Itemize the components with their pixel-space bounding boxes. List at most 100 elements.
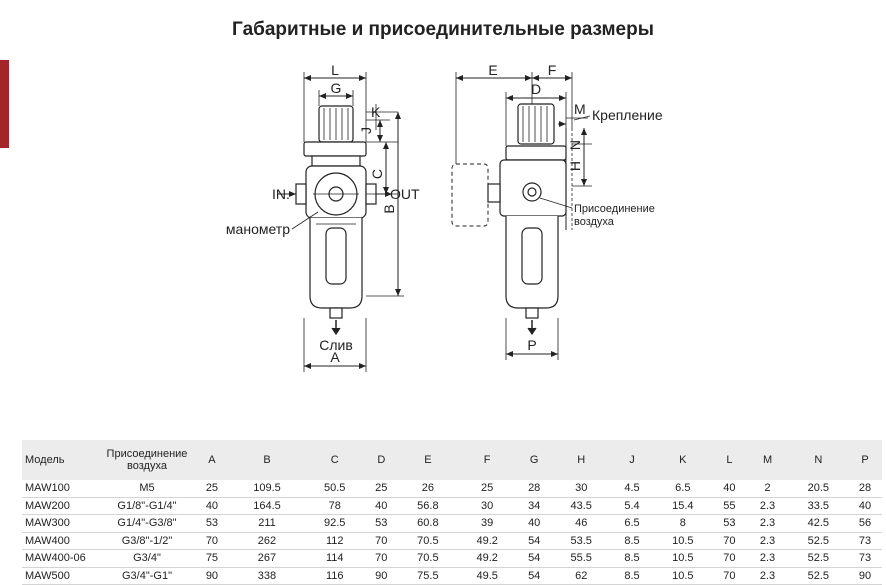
dimension-cell: 56.8 [398,497,458,515]
side-view-dimensions [455,72,592,360]
dimension-cell: 53 [195,514,229,533]
dimension-cell: 25 [195,480,229,498]
dimension-cell: 70 [712,567,747,585]
dimension-cell: 55.5 [551,549,611,568]
header-L: L [712,440,747,480]
dimension-cell: 62 [551,567,611,585]
air-connection-cell: G3/8"-1/2" [99,532,195,550]
air-connection-cell: G1/8"-G1/4" [99,497,195,515]
dimension-cell: 70 [712,549,747,568]
dimension-cell: 39 [457,514,517,533]
header-C: C [305,440,365,480]
dimension-cell: 49.5 [457,567,517,585]
dimension-cell: 46 [551,514,611,533]
dim-G: G [331,80,342,96]
dimension-cell: 211 [228,514,306,533]
dimension-cell: 43.5 [551,497,611,515]
dimension-cell: 40 [516,514,552,533]
dim-K: K [371,104,381,120]
dimension-cell: 52.5 [788,532,848,550]
label-in: IN. [272,186,290,202]
dimension-cell: 70 [364,532,399,550]
side-view-labels: E F D M N H P Крепление Присоединение во… [488,62,662,353]
dimension-cell: 54 [516,567,552,585]
header-K: K [653,440,713,480]
dimension-cell: 52.5 [788,567,848,585]
table-header-row: Модель Присоединение воздуха A B C D E F… [22,440,882,480]
dimension-cell: 25 [364,480,399,498]
dimension-cell: 30 [457,497,517,515]
label-air-connection-1: Присоединение [574,203,655,215]
dim-A: A [330,349,340,365]
label-drain: Слив [319,337,353,353]
dimension-cell: 40 [195,497,229,515]
dimension-cell: 2.3 [746,532,789,550]
dimension-cell: 116 [305,567,365,585]
air-connection-cell: G3/4" [99,549,195,568]
dimension-cell: 20.5 [788,480,848,498]
dimension-cell: 28 [847,480,882,498]
header-model: Модель [22,440,99,480]
header-H: H [551,440,611,480]
air-connection-cell: G1/4"-G3/8" [99,514,195,533]
header-A: A [195,440,229,480]
dimension-cell: 70 [364,549,399,568]
dimension-cell: 26 [398,480,458,498]
dimension-cell: 92.5 [305,514,365,533]
dimension-cell: 164.5 [228,497,306,515]
dimension-cell: 112 [305,532,365,550]
dimension-cell: 73 [847,549,882,568]
dimension-cell: 10.5 [653,532,713,550]
dim-N: N [567,140,583,150]
dimension-cell: 267 [228,549,306,568]
label-mount: Крепление [592,107,663,123]
dimension-cell: 50.5 [305,480,365,498]
dim-F: F [548,62,557,78]
dimension-cell: 5.4 [610,497,654,515]
header-D: D [364,440,399,480]
header-M: M [746,440,789,480]
dim-C: C [369,169,385,179]
dimension-cell: 75 [195,549,229,568]
dimension-cell: 90 [364,567,399,585]
header-G: G [516,440,552,480]
dimension-cell: 10.5 [653,567,713,585]
dimension-cell: 78 [305,497,365,515]
dimension-cell: 2.3 [746,549,789,568]
model-cell: MAW300 [22,514,99,533]
header-P: P [847,440,882,480]
dimension-cell: 8 [653,514,713,533]
model-cell: MAW100 [22,480,99,498]
dimension-cell: 33.5 [788,497,848,515]
dimension-cell: 262 [228,532,306,550]
dimension-cell: 52.5 [788,549,848,568]
label-air-connection-2: воздуха [574,216,615,228]
dimension-cell: 25 [457,480,517,498]
dimension-cell: 6.5 [653,480,713,498]
dimension-cell: 2 [746,480,789,498]
dimension-cell: 70.5 [398,549,458,568]
dimension-cell: 42.5 [788,514,848,533]
dim-L: L [331,62,339,78]
dimension-cell: 109.5 [228,480,306,498]
dim-B: B [381,204,397,213]
header-B: B [228,440,306,480]
dimension-cell: 53.5 [551,532,611,550]
dimension-cell: 73 [847,532,882,550]
dimension-cell: 30 [551,480,611,498]
dimension-cell: 2.3 [746,567,789,585]
model-cell: MAW500 [22,567,99,585]
front-view [295,105,377,336]
dimension-cell: 8.5 [610,567,654,585]
dim-P: P [527,337,536,353]
dimension-cell: 53 [712,514,747,533]
dimension-cell: 8.5 [610,532,654,550]
dimension-cell: 34 [516,497,552,515]
label-gauge: манометр [226,221,290,237]
front-view-dimensions [278,72,404,372]
